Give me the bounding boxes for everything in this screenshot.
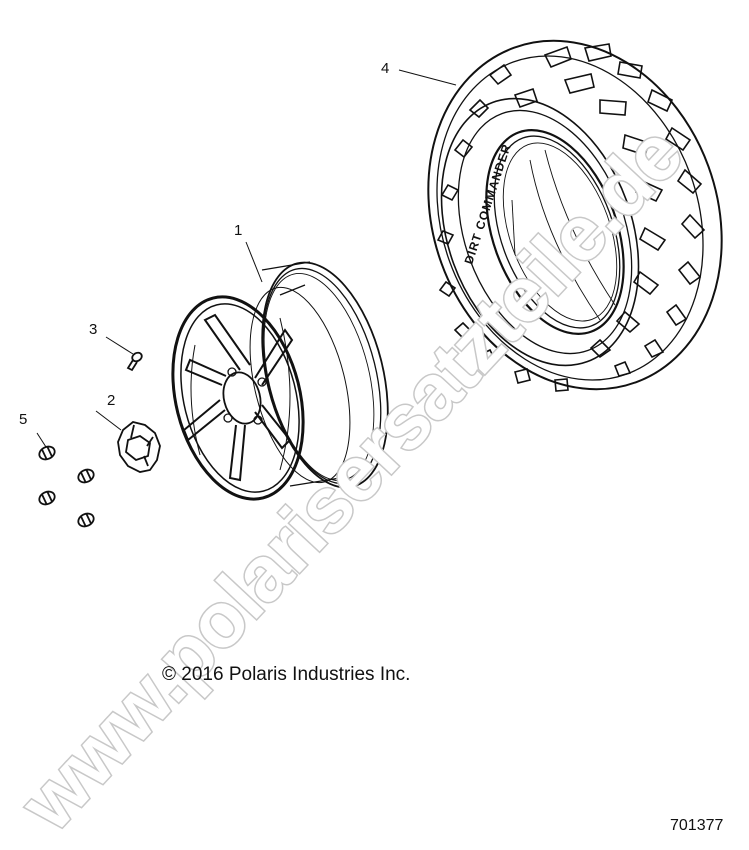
callout-2: 2 [107, 392, 116, 409]
lug-nuts-illustration [38, 445, 95, 528]
wheel-illustration [171, 261, 389, 501]
callout-3: 3 [89, 321, 98, 338]
callout-4: 4 [381, 60, 390, 77]
center-cap-illustration [117, 421, 161, 473]
copyright-notice: © 2016 Polaris Industries Inc. [162, 664, 411, 685]
valve-stem-illustration [126, 351, 143, 372]
diagram-reference-number: 701377 [670, 817, 724, 834]
callout-1: 1 [234, 222, 243, 239]
callout-5: 5 [19, 411, 28, 428]
leader-lines [36, 69, 457, 448]
tire-sidewall-text: DIRT COMMANDER [462, 142, 514, 266]
tire-illustration: DIRT COMMANDER [427, 39, 723, 392]
